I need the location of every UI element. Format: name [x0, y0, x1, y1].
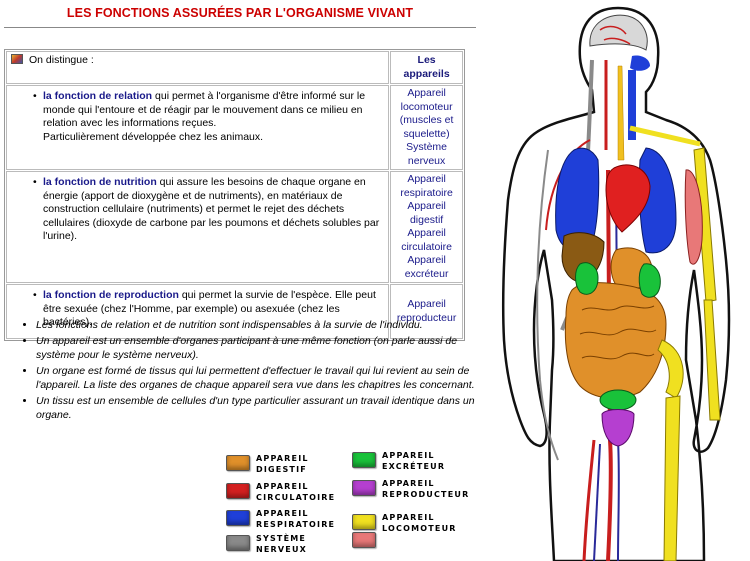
legend-label-line1: APPAREIL	[256, 454, 309, 463]
table-header-left: On distingue :	[6, 51, 390, 84]
legend-label-line1: APPAREIL	[382, 451, 435, 460]
legend-swatch-locomoteur	[352, 514, 376, 530]
table-row-relation: la fonction de relation qui permet à l'o…	[6, 85, 463, 170]
function-description-reproduction: qui permet la survie de l'espèce. Elle p…	[43, 289, 376, 328]
notes-list: Les fonctions de relation et de nutritio…	[20, 318, 476, 424]
table-header-row: On distingue : Les appareils	[6, 51, 463, 84]
intestines	[564, 282, 667, 399]
legend-label-line2: NERVEUX	[256, 545, 308, 554]
brain	[589, 14, 648, 51]
legend-swatch-excreteur	[352, 452, 376, 468]
forearm-bone-right	[703, 299, 721, 421]
table-row-nutrition: la fonction de nutrition qui assure les …	[6, 171, 463, 283]
legend-swatch-circulatoire	[226, 483, 250, 499]
header-left-label: On distingue :	[29, 54, 94, 66]
note-item: Un tissu est un ensemble de cellules d'u…	[36, 394, 476, 422]
appareils-cell-reproduction: Appareil reproducteur	[390, 284, 463, 339]
legend-swatch-muscles	[352, 532, 376, 548]
aorta-descending	[606, 169, 613, 561]
function-cell-reproduction: la fonction de reproduction qui permet l…	[6, 284, 390, 339]
legend-label-line1: APPAREIL	[256, 509, 309, 518]
appareil-label: Système nerveux	[406, 141, 448, 167]
note-item: Un appareil est un ensemble d'organes pa…	[36, 334, 476, 362]
legend-swatch-digestif	[226, 455, 250, 471]
intestine-folds	[579, 305, 657, 360]
nasal-airway	[630, 55, 650, 71]
function-description-relation: qui permet à l'organisme d'être informé …	[43, 90, 366, 129]
bladder	[599, 389, 637, 411]
appareils-cell-nutrition: Appareil respiratoire Appareil digestif …	[390, 171, 463, 283]
femur-right	[663, 395, 681, 561]
functions-table: On distingue : Les appareils la fonction…	[4, 49, 465, 341]
function-item-nutrition: la fonction de nutrition qui assure les …	[33, 176, 382, 244]
legend-label-line2: EXCRÉTEUR	[382, 462, 446, 471]
appareil-label: Appareil locomoteur	[400, 87, 453, 113]
appareils-cell-relation: Appareil locomoteur (muscles et squelett…	[390, 85, 463, 170]
nerve-arm-left	[536, 149, 559, 461]
note-item: Un organe est formé de tissus qui lui pe…	[36, 364, 476, 392]
function-cell-nutrition: la fonction de nutrition qui assure les …	[6, 171, 390, 283]
legend-label-line1: APPAREIL	[382, 513, 435, 522]
oesophagus	[617, 65, 625, 161]
appareil-label: (muscles et squelette)	[399, 114, 454, 140]
head-arteries	[599, 25, 631, 45]
function-name-reproduction: la fonction de reproduction	[43, 289, 179, 301]
function-description-nutrition: qui assure les besoins de chaque organe …	[43, 176, 380, 242]
function-name-nutrition: la fonction de nutrition	[43, 176, 157, 188]
pelvis-bone	[657, 339, 684, 399]
function-extra-relation: Particulièrement développée chez les ani…	[43, 130, 264, 143]
function-name-relation: la fonction de relation	[43, 90, 153, 102]
table-header-right: Les appareils	[390, 51, 463, 84]
function-item-reproduction: la fonction de reproduction qui permet l…	[33, 289, 382, 330]
function-cell-relation: la fonction de relation qui permet à l'o…	[6, 85, 390, 170]
legend-label-line2: RESPIRATOIRE	[256, 520, 336, 529]
table-row-reproduction: la fonction de reproduction qui permet l…	[6, 284, 463, 339]
trachea	[628, 70, 636, 140]
heart	[605, 164, 651, 233]
humerus-right	[693, 147, 717, 303]
reproductive-organs	[601, 409, 635, 447]
human-body-illustration	[501, 6, 731, 561]
kidney-right	[638, 263, 661, 298]
bullet-icon	[11, 54, 23, 64]
arm-muscle-right	[684, 169, 703, 265]
clavicle	[629, 125, 701, 147]
legend-label-line1: SYSTÈME	[256, 534, 307, 543]
page-title: LES FONCTIONS ASSURÉES PAR L'ORGANISME V…	[66, 6, 414, 20]
legend-label-line2: DIGESTIF	[256, 465, 307, 474]
appareil-label: Appareil excréteur	[404, 254, 449, 280]
leg-vein	[593, 443, 601, 561]
appareil-label: Appareil respiratoire	[400, 173, 453, 199]
appareil-label: Appareil digestif	[407, 200, 446, 226]
legend-label-line1: APPAREIL	[256, 482, 309, 491]
kidney-left	[575, 262, 599, 295]
appareil-label: Appareil circulatoire	[401, 227, 452, 253]
legend-label-line1: APPAREIL	[382, 479, 435, 488]
leg-artery	[582, 439, 596, 561]
appareil-label: Appareil reproducteur	[396, 298, 457, 324]
legend-label-line2: CIRCULATOIRE	[256, 493, 336, 502]
legend-swatch-respiratoire	[226, 510, 250, 526]
legend-label-line2: REPRODUCTEUR	[382, 490, 470, 499]
legend-swatch-nerveux	[226, 535, 250, 551]
legend-label-line2: LOCOMOTEUR	[382, 524, 457, 533]
legend-swatch-reproducteur	[352, 480, 376, 496]
note-item: Les fonctions de relation et de nutritio…	[36, 318, 476, 332]
title-divider	[4, 27, 476, 28]
function-item-relation: la fonction de relation qui permet à l'o…	[33, 90, 382, 144]
